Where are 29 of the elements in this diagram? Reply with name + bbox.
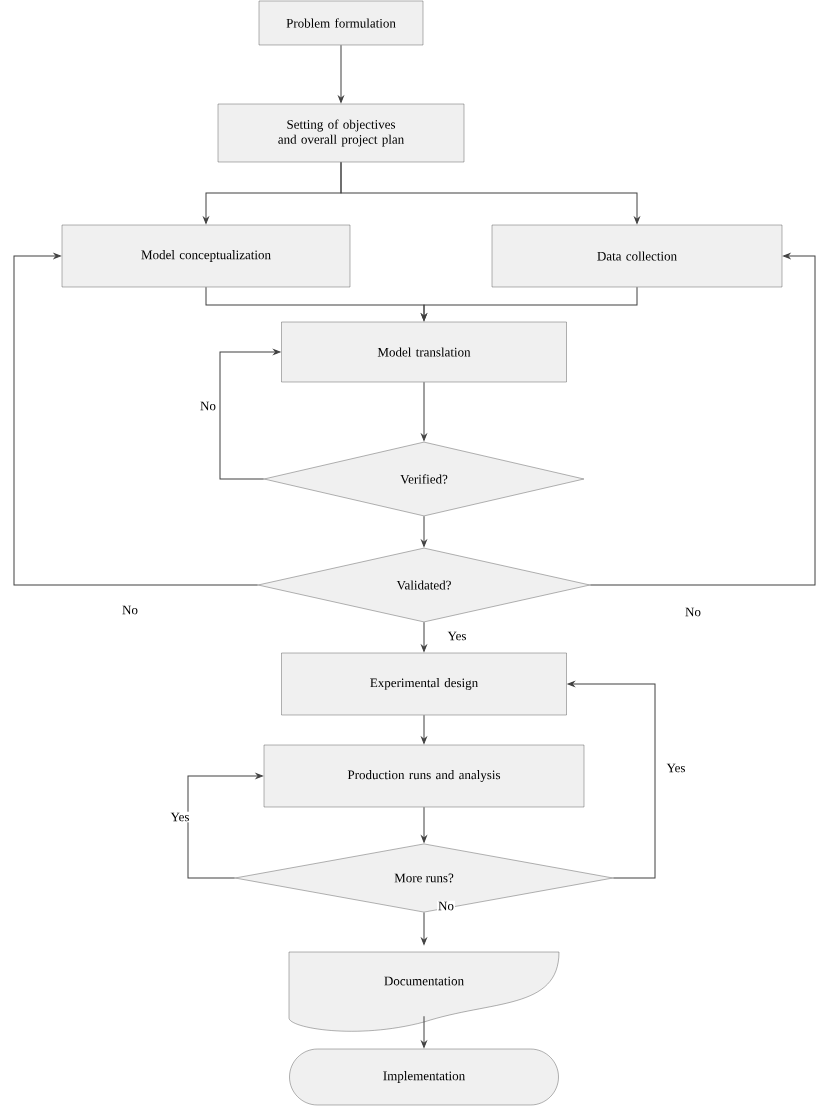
process-box: Setting of objectives and overall project plan — [217, 103, 465, 163]
edge-label: Yes — [446, 630, 468, 642]
process-box: Model translation — [281, 321, 567, 383]
arrow — [421, 1015, 427, 1048]
arrow — [421, 381, 427, 441]
arrow — [567, 681, 656, 879]
edge-label: No — [199, 400, 217, 412]
arrow — [421, 911, 427, 945]
arrow — [421, 621, 427, 652]
arrow — [421, 515, 427, 547]
process-box: Data collection — [491, 224, 783, 288]
process-box: Problem formulation — [258, 0, 424, 46]
edge-label: No — [437, 900, 455, 912]
arrow — [421, 806, 427, 843]
arrow — [589, 253, 816, 586]
arrow — [340, 161, 640, 224]
edge-label: No — [121, 604, 139, 616]
edge-label: No — [684, 606, 702, 618]
arrow — [13, 253, 259, 586]
arrow — [421, 286, 638, 321]
arrow — [338, 44, 344, 103]
arrow — [421, 714, 427, 744]
arrow — [187, 773, 263, 879]
process-box: Model conceptualization — [61, 224, 351, 288]
process-box: Production runs and analysis — [263, 744, 585, 808]
edge-label: Yes — [665, 762, 687, 774]
arrow — [219, 349, 281, 480]
edge-label: Yes — [169, 811, 191, 823]
process-box: Experimental design — [281, 652, 567, 716]
